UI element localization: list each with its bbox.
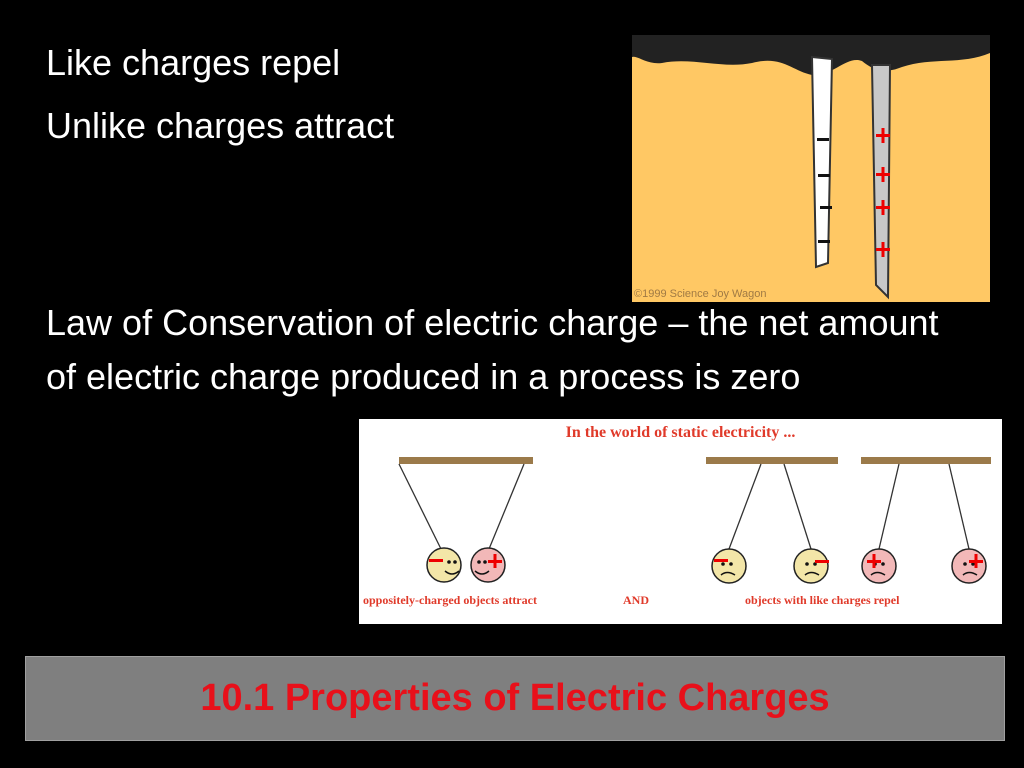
slide-title: 10.1 Properties of Electric Charges <box>200 677 830 719</box>
support-bar <box>706 457 838 464</box>
negative-ball <box>426 547 462 583</box>
minus-sign <box>714 559 728 562</box>
caption-attract: oppositely-charged objects attract <box>363 593 537 607</box>
negative-rod <box>810 55 834 269</box>
negative-ball <box>711 548 747 584</box>
bullet-like-charges: Like charges repel <box>46 42 341 83</box>
pith-ball-illustration <box>398 457 991 584</box>
title-bar: 10.1 Properties of Electric Charges <box>25 656 1005 741</box>
caption-and: AND <box>623 593 649 607</box>
minus-sign <box>818 174 830 177</box>
negative-ball <box>793 548 829 584</box>
minus-sign <box>817 138 829 141</box>
positive-ball <box>951 548 987 584</box>
minus-sign <box>429 559 443 562</box>
positive-rod <box>870 64 892 300</box>
positive-ball <box>470 547 506 583</box>
hand-shape <box>632 35 990 76</box>
bullet-conservation-law: Law of Conservation of electric charge –… <box>46 302 939 397</box>
support-bar <box>861 457 991 464</box>
minus-sign <box>815 560 829 563</box>
plus-sign-v <box>974 554 978 568</box>
plus-sign-v <box>881 200 885 215</box>
bullet-unlike-charges: Unlike charges attract <box>46 105 395 146</box>
plus-sign-v <box>881 128 885 143</box>
plus-sign-v <box>881 242 885 257</box>
diagram-title: In the world of static electricity ... <box>565 424 796 441</box>
plus-sign-v <box>881 167 885 182</box>
plus-sign-v <box>493 554 497 568</box>
image-credit: ©1999 Science Joy Wagon <box>634 288 767 300</box>
charged-rods-image: ©1999 Science Joy Wagon <box>632 35 990 302</box>
pith-ball-diagram: In the world of static electricity ... <box>359 419 1002 624</box>
charged-rods-illustration <box>632 35 990 300</box>
plus-sign-v <box>872 554 876 568</box>
minus-sign <box>820 206 832 209</box>
positive-ball <box>861 548 897 584</box>
minus-sign <box>818 240 830 243</box>
support-bar <box>399 457 533 464</box>
caption-repel: objects with like charges repel <box>745 593 900 607</box>
